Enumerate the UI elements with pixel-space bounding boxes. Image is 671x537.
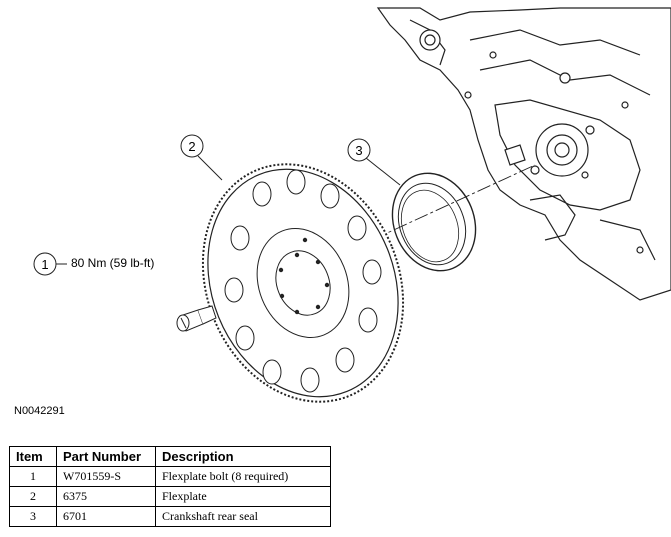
cell-description: Crankshaft rear seal (155, 506, 331, 527)
callout-2: 2 (180, 134, 223, 181)
cell-item: 1 (9, 466, 57, 487)
cell-item: 2 (9, 486, 57, 507)
cell-description: Flexplate bolt (8 required) (155, 466, 331, 487)
cell-part-number: W701559-S (56, 466, 156, 487)
svg-text:2: 2 (188, 139, 195, 154)
exploded-view-diagram: 1 2 3 (33, 7, 671, 403)
figure-id: N0042291 (14, 405, 65, 417)
table-row: 2 6375 Flexplate (9, 486, 331, 507)
svg-text:1: 1 (41, 257, 48, 272)
callout-1: 1 (33, 252, 67, 276)
callout-3: 3 (347, 138, 401, 186)
cell-part-number: 6375 (56, 486, 156, 507)
engine-block (376, 7, 671, 301)
flexplate (201, 163, 405, 403)
header-part-number: Part Number (56, 446, 156, 467)
table-row: 1 W701559-S Flexplate bolt (8 required) (9, 466, 331, 487)
header-item: Item (9, 446, 57, 467)
table-header-row: Item Part Number Description (9, 446, 331, 467)
table-row: 3 6701 Crankshaft rear seal (9, 506, 331, 527)
svg-text:3: 3 (355, 143, 362, 158)
torque-spec-label: 80 Nm (59 lb-ft) (71, 256, 155, 270)
header-description: Description (155, 446, 331, 467)
flexplate-bolt (176, 305, 217, 332)
cell-part-number: 6701 (56, 506, 156, 527)
crankshaft-rear-seal (391, 172, 477, 272)
cell-item: 3 (9, 506, 57, 527)
cell-description: Flexplate (155, 486, 331, 507)
parts-table: Item Part Number Description 1 W701559-S… (9, 446, 331, 527)
